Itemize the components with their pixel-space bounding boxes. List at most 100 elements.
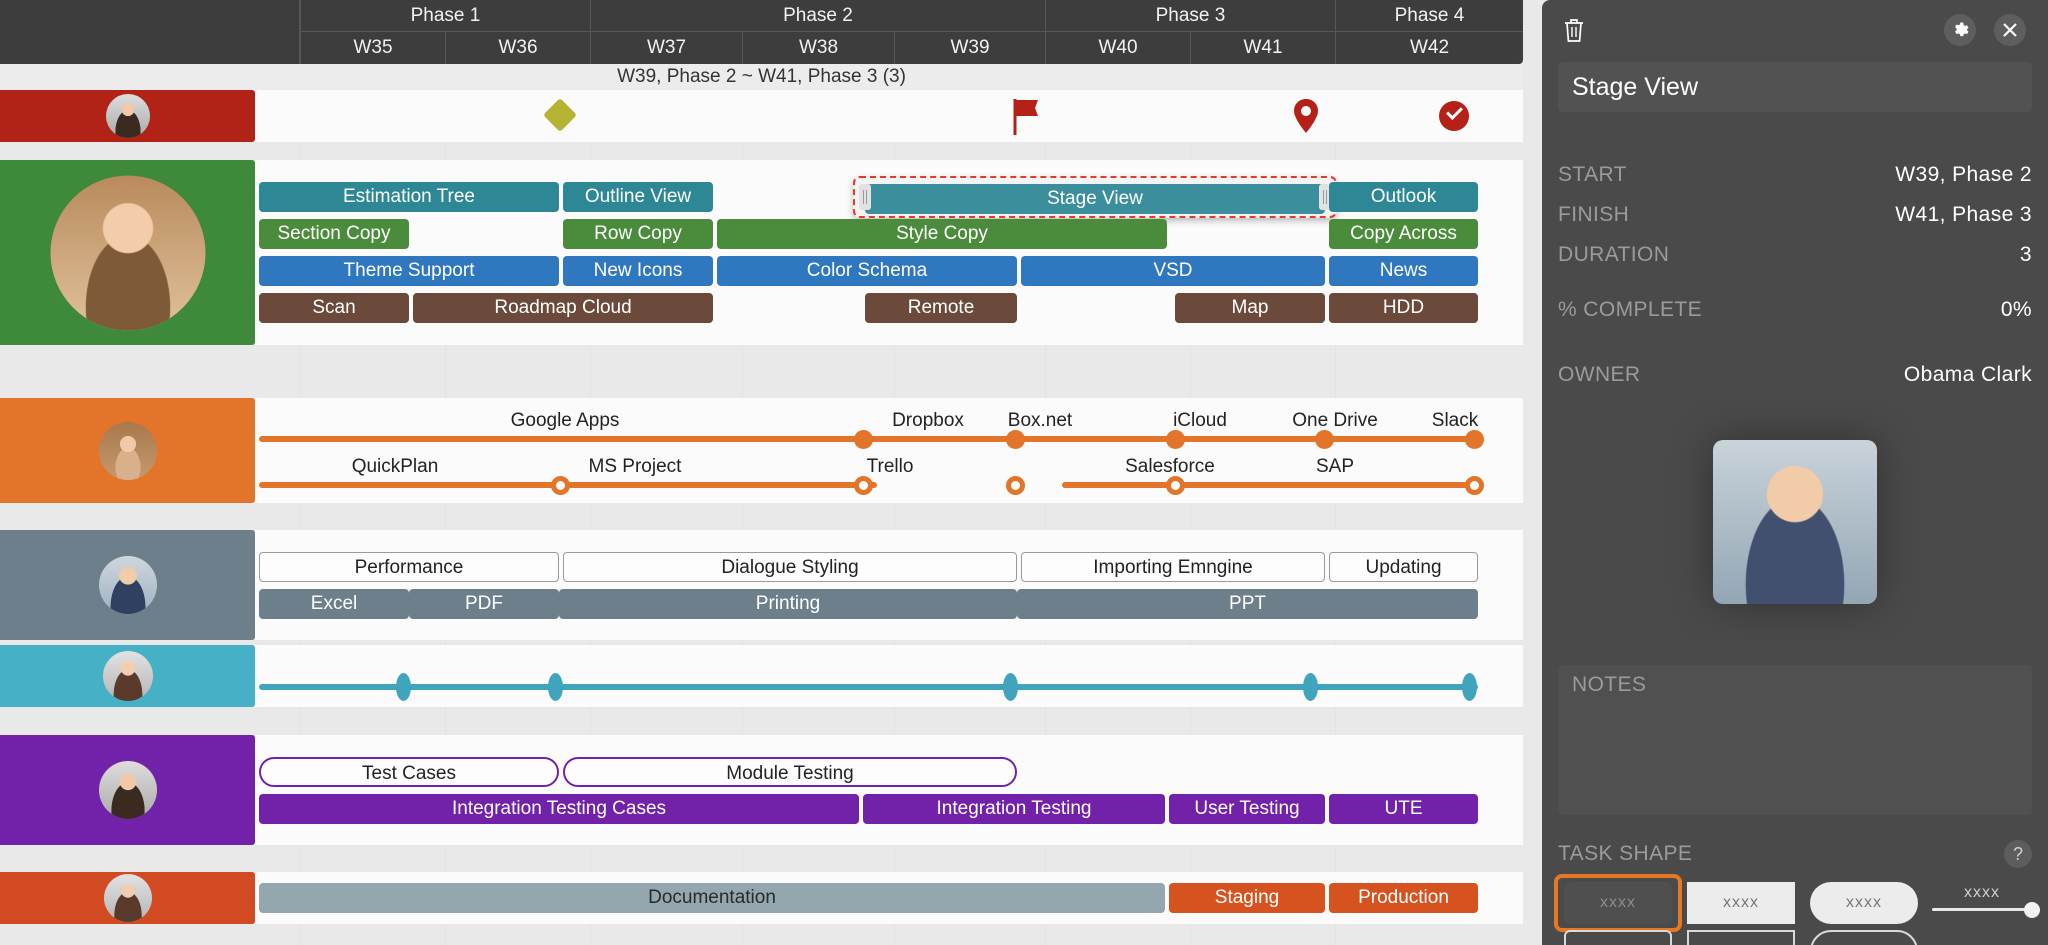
notes-box[interactable]: NOTES [1558,665,2032,815]
link-milestone-dot[interactable] [1465,430,1484,449]
owner-photo-area [1558,400,2032,640]
task-bar[interactable]: PDF [409,589,559,619]
shape-option-r1-1[interactable]: xxxx [1687,882,1795,924]
link-milestone-dot[interactable] [1315,430,1334,449]
task-bar[interactable]: Updating [1329,552,1478,582]
link-milestone-dot[interactable] [854,430,873,449]
swimlane[interactable] [0,398,255,503]
flag-milestone[interactable] [1011,97,1045,137]
task-bar[interactable]: Dialogue Styling [563,552,1017,582]
swimlane[interactable] [0,735,255,845]
link-milestone-dot[interactable] [1166,476,1185,495]
milestone-swimlane[interactable] [0,90,255,142]
task-bar[interactable]: Importing Emngine [1021,552,1325,582]
shape-option-r2-0[interactable] [1564,930,1672,945]
task-bar[interactable]: Scan [259,293,409,323]
swimlane[interactable] [0,872,255,924]
task-bar[interactable]: VSD [1021,256,1325,286]
task-title[interactable]: Stage View [1558,62,2032,112]
task-bar[interactable]: Copy Across [1329,219,1478,249]
task-bar[interactable]: User Testing [1169,794,1325,824]
task-bar[interactable]: Roadmap Cloud [413,293,713,323]
task-bar[interactable]: Integration Testing Cases [259,794,859,824]
task-bar[interactable]: Theme Support [259,256,559,286]
panel-field-start[interactable]: STARTW39, Phase 2 [1558,155,2032,195]
task-bar[interactable]: Remote [865,293,1017,323]
task-inspector-panel[interactable]: Stage View STARTW39, Phase 2FINISHW41, P… [1542,0,2048,945]
milestone-row[interactable] [0,90,1523,142]
task-bar[interactable]: News [1329,256,1478,286]
task-bar[interactable]: Production [1329,883,1478,913]
task-bar[interactable]: Outline View [563,182,713,212]
task-bar[interactable]: Style Copy [717,219,1167,249]
gantt-chart[interactable]: Phase 1Phase 2Phase 3Phase 4 W35W36W37W3… [0,0,1542,945]
diamond-milestone[interactable] [543,98,577,132]
task-bar[interactable]: Estimation Tree [259,182,559,212]
task-bar[interactable]: Test Cases [259,757,559,787]
milestone-lane[interactable] [255,90,1523,142]
link-milestone-marker[interactable] [396,673,411,701]
link-milestone-marker[interactable] [1303,673,1318,701]
task-bar[interactable]: Documentation [259,883,1165,913]
task-bar[interactable]: HDD [1329,293,1478,323]
close-icon[interactable] [1994,14,2026,46]
row-green[interactable]: Estimation TreeOutline View Stage ViewOut… [0,160,1523,345]
task-bar[interactable]: Row Copy [563,219,713,249]
help-icon[interactable]: ? [2004,840,2032,868]
task-bar[interactable]: Performance [259,552,559,582]
task-bar[interactable]: PPT [1017,589,1478,619]
task-bar[interactable]: Section Copy [259,219,409,249]
shape-option-r2-1[interactable] [1687,930,1795,945]
task-lane[interactable]: Estimation TreeOutline View Stage ViewOut… [255,160,1523,345]
link-milestone-dot[interactable] [551,476,570,495]
task-bar[interactable]: Color Schema [717,256,1017,286]
link-milestone-dot[interactable] [1465,476,1484,495]
link-milestone-marker[interactable] [1003,673,1018,701]
row-slate[interactable]: PerformanceDialogue StylingImporting Emn… [0,530,1523,640]
task-bar[interactable]: Map [1175,293,1325,323]
task-lane[interactable]: PerformanceDialogue StylingImporting Emn… [255,530,1523,640]
task-bar[interactable]: Excel [259,589,409,619]
task-lane[interactable] [255,645,1523,707]
task-bar[interactable]: New Icons [563,256,713,286]
shape-option-slider-track[interactable] [1932,908,2034,911]
row-purple[interactable]: Test CasesModule TestingIntegration Test… [0,735,1523,845]
pin-milestone[interactable] [1293,99,1319,133]
swimlane[interactable] [0,645,255,707]
task-lane[interactable]: Test CasesModule TestingIntegration Test… [255,735,1523,845]
task-bar[interactable]: Printing [559,589,1017,619]
row-red[interactable]: DocumentationStagingProduction [0,872,1523,924]
owner-field[interactable]: OWNER Obama Clark [1558,355,2032,395]
row-cyan[interactable] [0,645,1523,707]
trash-icon[interactable] [1558,14,1590,46]
row-orange[interactable]: Google AppsDropboxBox.netiCloudOne Drive… [0,398,1523,503]
task-bar[interactable]: Outlook [1329,182,1478,212]
task-bar[interactable]: UTE [1329,794,1478,824]
link-milestone-dot[interactable] [1006,430,1025,449]
task-bar[interactable]: Module Testing [563,757,1017,787]
task-bar[interactable]: Staging [1169,883,1325,913]
link-milestone-marker[interactable] [548,673,563,701]
link-milestone-dot[interactable] [854,476,873,495]
task-lane[interactable]: DocumentationStagingProduction [255,872,1523,924]
link-milestone-dot[interactable] [1166,430,1185,449]
link-milestone-marker[interactable] [1462,673,1477,701]
swimlane[interactable] [0,530,255,640]
task-lane[interactable]: Google AppsDropboxBox.netiCloudOne Drive… [255,398,1523,503]
percent-complete-field[interactable]: % COMPLETE 0% [1558,290,2032,330]
swimlane[interactable] [0,160,255,345]
panel-field-finish[interactable]: FINISHW41, Phase 3 [1558,195,2032,235]
task-bar-selected[interactable]: Stage View [865,184,1325,214]
resize-handle-left[interactable] [859,184,871,210]
check-milestone[interactable] [1439,101,1469,131]
link-line[interactable] [259,684,1478,690]
shape-option-r1-2[interactable]: xxxx [1810,882,1918,924]
link-milestone-dot[interactable] [1006,476,1025,495]
link-line[interactable] [1062,482,1478,488]
selected-bar-wrapper[interactable]: Stage View [853,176,1337,218]
panel-field-duration[interactable]: DURATION3 [1558,235,2032,275]
gear-icon[interactable] [1944,14,1976,46]
shape-option-r2-2[interactable] [1810,930,1918,945]
shape-option-slider-knob[interactable] [2024,902,2040,918]
task-bar[interactable]: Integration Testing [863,794,1165,824]
